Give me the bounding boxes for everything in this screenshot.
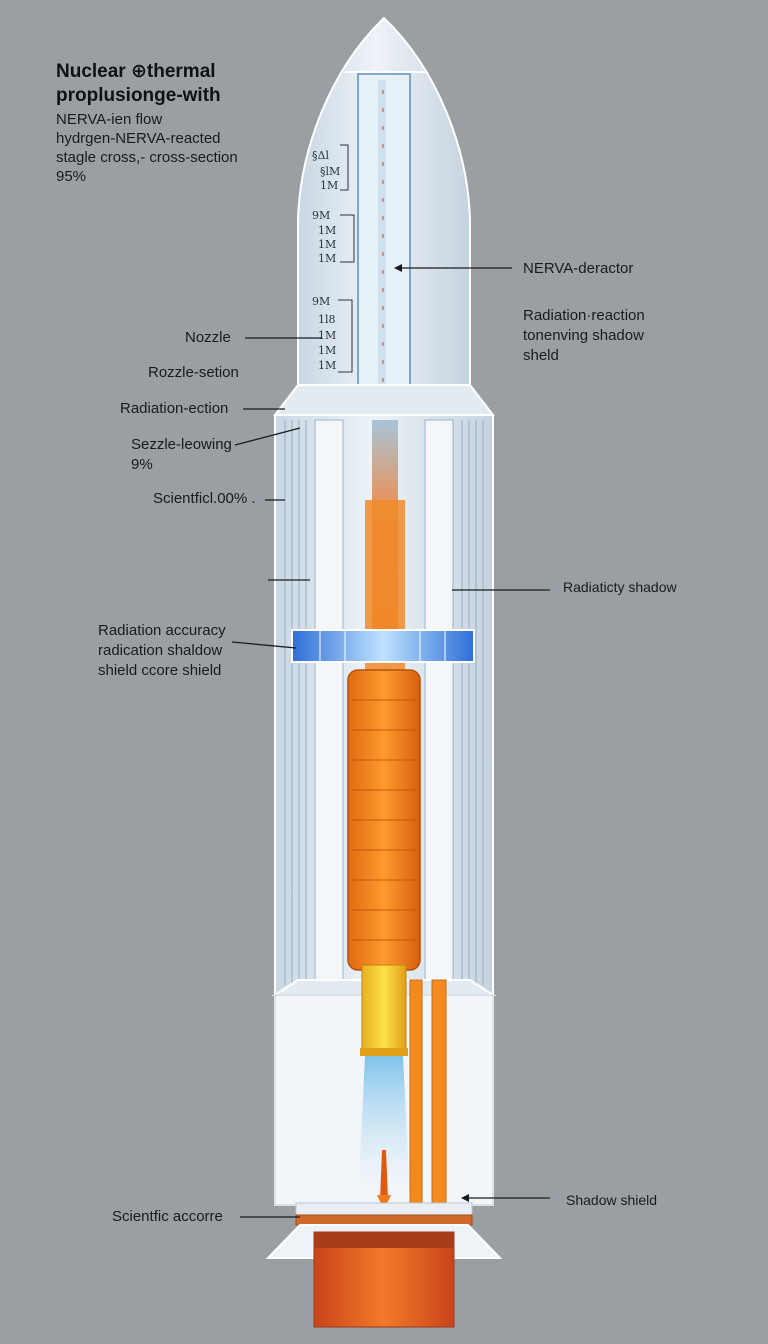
label-radiation-reaction-3: sheld bbox=[523, 347, 559, 364]
label-scientific-accorre: Scientfic accorre bbox=[112, 1208, 223, 1225]
label-rozzle-section: Rozzle-setion bbox=[148, 364, 239, 381]
tick-label: §lM bbox=[320, 165, 341, 178]
diagram-title: Nuclear ⊕thermal proplusionge-with bbox=[56, 60, 221, 108]
feed-pipe-right bbox=[431, 979, 447, 1216]
label-radiation-accuracy-2: radication shaldow bbox=[98, 642, 223, 659]
label-radiation-accuracy-3: shield ccore shield bbox=[98, 662, 222, 679]
label-radiation-reaction-1: Radiation·reaction bbox=[523, 307, 645, 324]
label-radiation-ection: Radiation-ection bbox=[120, 400, 229, 417]
tick-label: 9M bbox=[312, 209, 331, 222]
hull-ribs bbox=[284, 420, 484, 985]
title-line-2: proplusionge-with bbox=[56, 85, 221, 106]
label-sezzle-leowing: Sezzle-leowing bbox=[131, 436, 232, 453]
base-grating bbox=[295, 1214, 473, 1226]
tick-brackets bbox=[338, 144, 355, 373]
label-nerva-deractor: NERVA-deractor bbox=[523, 260, 634, 277]
tick-label: 1M bbox=[318, 329, 337, 342]
leader-lines bbox=[231, 267, 550, 1218]
tick-label: 1M bbox=[318, 344, 337, 357]
nozzle-throat bbox=[361, 964, 407, 1051]
shadow-shield-ring bbox=[291, 629, 475, 663]
label-radiation-reaction-2: tonenving shadow bbox=[523, 327, 644, 344]
tick-label: 1M bbox=[318, 224, 337, 237]
subtitle-line-2: hydrgen-NERVA-reacted bbox=[56, 130, 221, 147]
label-radiation-accuracy-1: Radiation accuracy bbox=[98, 622, 226, 639]
label-radiaticty-shadow: Radiaticty shadow bbox=[563, 579, 677, 595]
label-nozzle: Nozzle bbox=[185, 329, 231, 346]
feed-pipe-left bbox=[409, 979, 423, 1216]
tick-label: 1M bbox=[318, 252, 337, 265]
tick-label: 1M bbox=[318, 238, 337, 251]
label-sezzle-leowing-percent: 9% bbox=[131, 456, 153, 473]
subtitle-line-4: 95% bbox=[56, 168, 87, 185]
tick-label: 9M bbox=[312, 295, 331, 308]
diagram-subtitle: NERVA-ien flow hydrgen-NERVA-reacted sta… bbox=[56, 110, 238, 186]
tick-label: §Δl bbox=[312, 149, 329, 162]
label-shadow-shield: Shadow shield bbox=[566, 1192, 658, 1208]
tick-label: 1l8 bbox=[318, 313, 336, 326]
tick-label: 1M bbox=[318, 359, 337, 372]
exhaust-plume bbox=[358, 1056, 410, 1200]
tick-label: 1M bbox=[320, 179, 339, 192]
label-scientific-percent: Scientficl.00% . bbox=[153, 490, 256, 507]
upper-skirt bbox=[272, 384, 496, 416]
subtitle-line-1: NERVA-ien flow bbox=[56, 111, 163, 128]
subtitle-line-3: stagle cross,- cross-section bbox=[56, 149, 238, 166]
title-line-1: Nuclear ⊕thermal bbox=[56, 61, 216, 82]
